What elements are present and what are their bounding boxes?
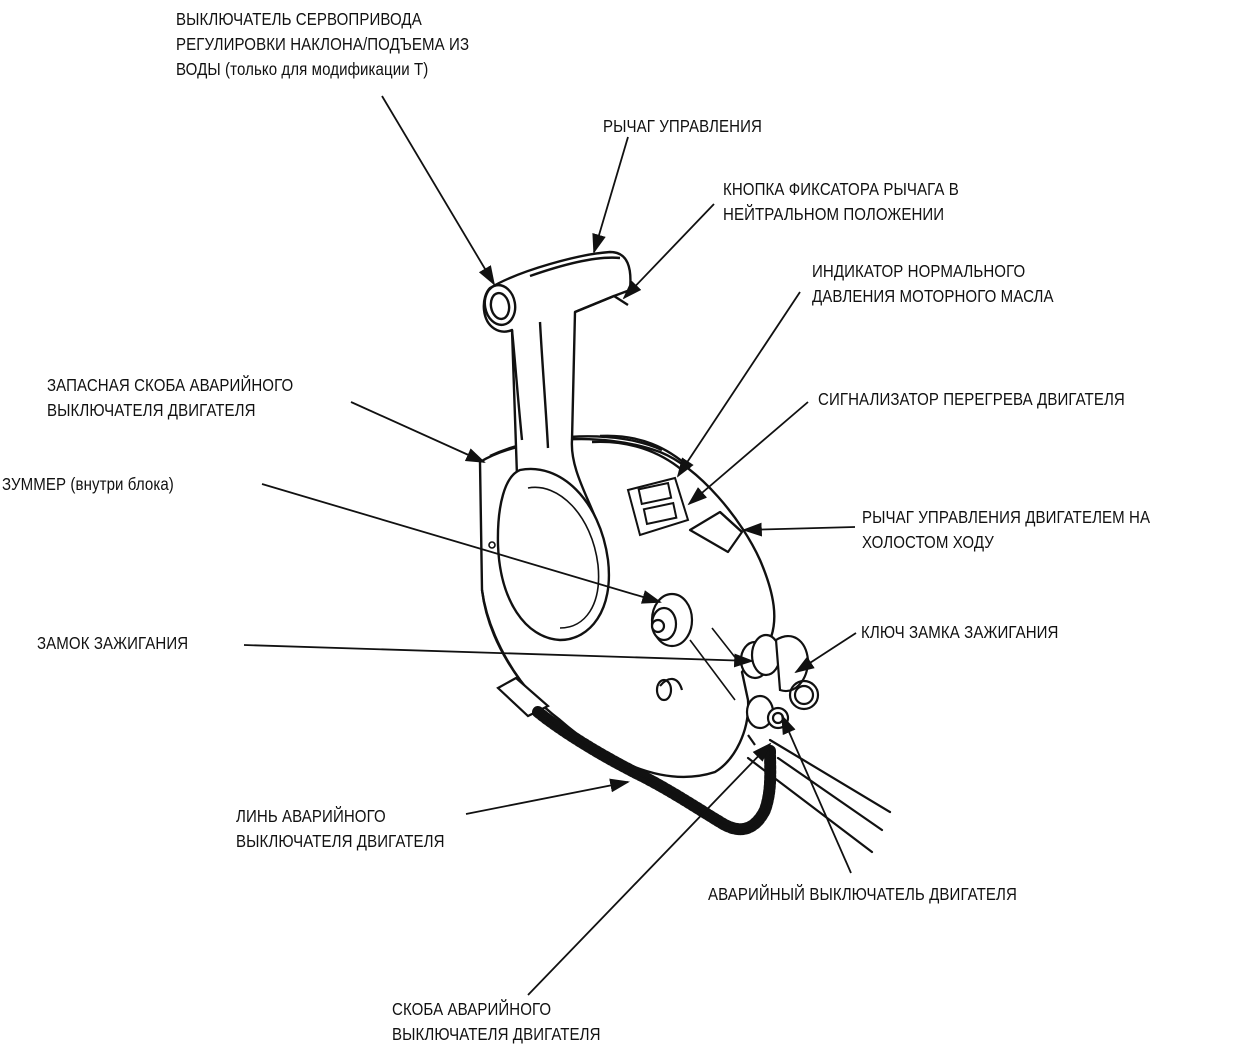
emergency-stop-switch [747, 696, 788, 745]
label-ignition-key: КЛЮЧ ЗАМКА ЗАЖИГАНИЯ [861, 620, 1059, 645]
label-stop-clip: СКОБА АВАРИЙНОГО ВЫКЛЮЧАТЕЛЯ ДВИГАТЕЛЯ [392, 997, 601, 1047]
leader-trim-switch [382, 96, 494, 284]
label-control-lever: РЫЧАГ УПРАВЛЕНИЯ [603, 114, 762, 139]
label-neutral-lock-button: КНОПКА ФИКСАТОРА РЫЧАГА В НЕЙТРАЛЬНОМ ПО… [723, 177, 959, 227]
leader-neutral-lock [624, 204, 714, 298]
leader-control-lever [594, 137, 628, 252]
label-oil-pressure-indicator: ИНДИКАТОР НОРМАЛЬНОГО ДАВЛЕНИЯ МОТОРНОГО… [812, 259, 1054, 309]
label-ignition-switch: ЗАМОК ЗАЖИГАНИЯ [37, 631, 188, 656]
leader-emergency-stop [782, 716, 851, 873]
label-spare-clip: ЗАПАСНАЯ СКОБА АВАРИЙНОГО ВЫКЛЮЧАТЕЛЯ ДВ… [47, 373, 293, 423]
leader-spare-clip [351, 402, 484, 462]
label-emergency-stop-switch: АВАРИЙНЫЙ ВЫКЛЮЧАТЕЛЬ ДВИГАТЕЛЯ [708, 882, 1017, 907]
label-stop-lanyard: ЛИНЬ АВАРИЙНОГО ВЫКЛЮЧАТЕЛЯ ДВИГАТЕЛЯ [236, 804, 445, 854]
leader-oil-indicator [678, 292, 800, 476]
leader-overheat [689, 402, 808, 504]
leader-fast-idle [744, 527, 855, 530]
label-buzzer: ЗУММЕР (внутри блока) [2, 472, 174, 497]
label-overheat-indicator: СИГНАЛИЗАТОР ПЕРЕГРЕВА ДВИГАТЕЛЯ [818, 387, 1125, 412]
label-trim-switch: ВЫКЛЮЧАТЕЛЬ СЕРВОПРИВОДА РЕГУЛИРОВКИ НАК… [176, 7, 469, 82]
leader-lanyard [466, 782, 628, 814]
label-fast-idle-lever: РЫЧАГ УПРАВЛЕНИЯ ДВИГАТЕЛЕМ НА ХОЛОСТОМ … [862, 505, 1150, 555]
